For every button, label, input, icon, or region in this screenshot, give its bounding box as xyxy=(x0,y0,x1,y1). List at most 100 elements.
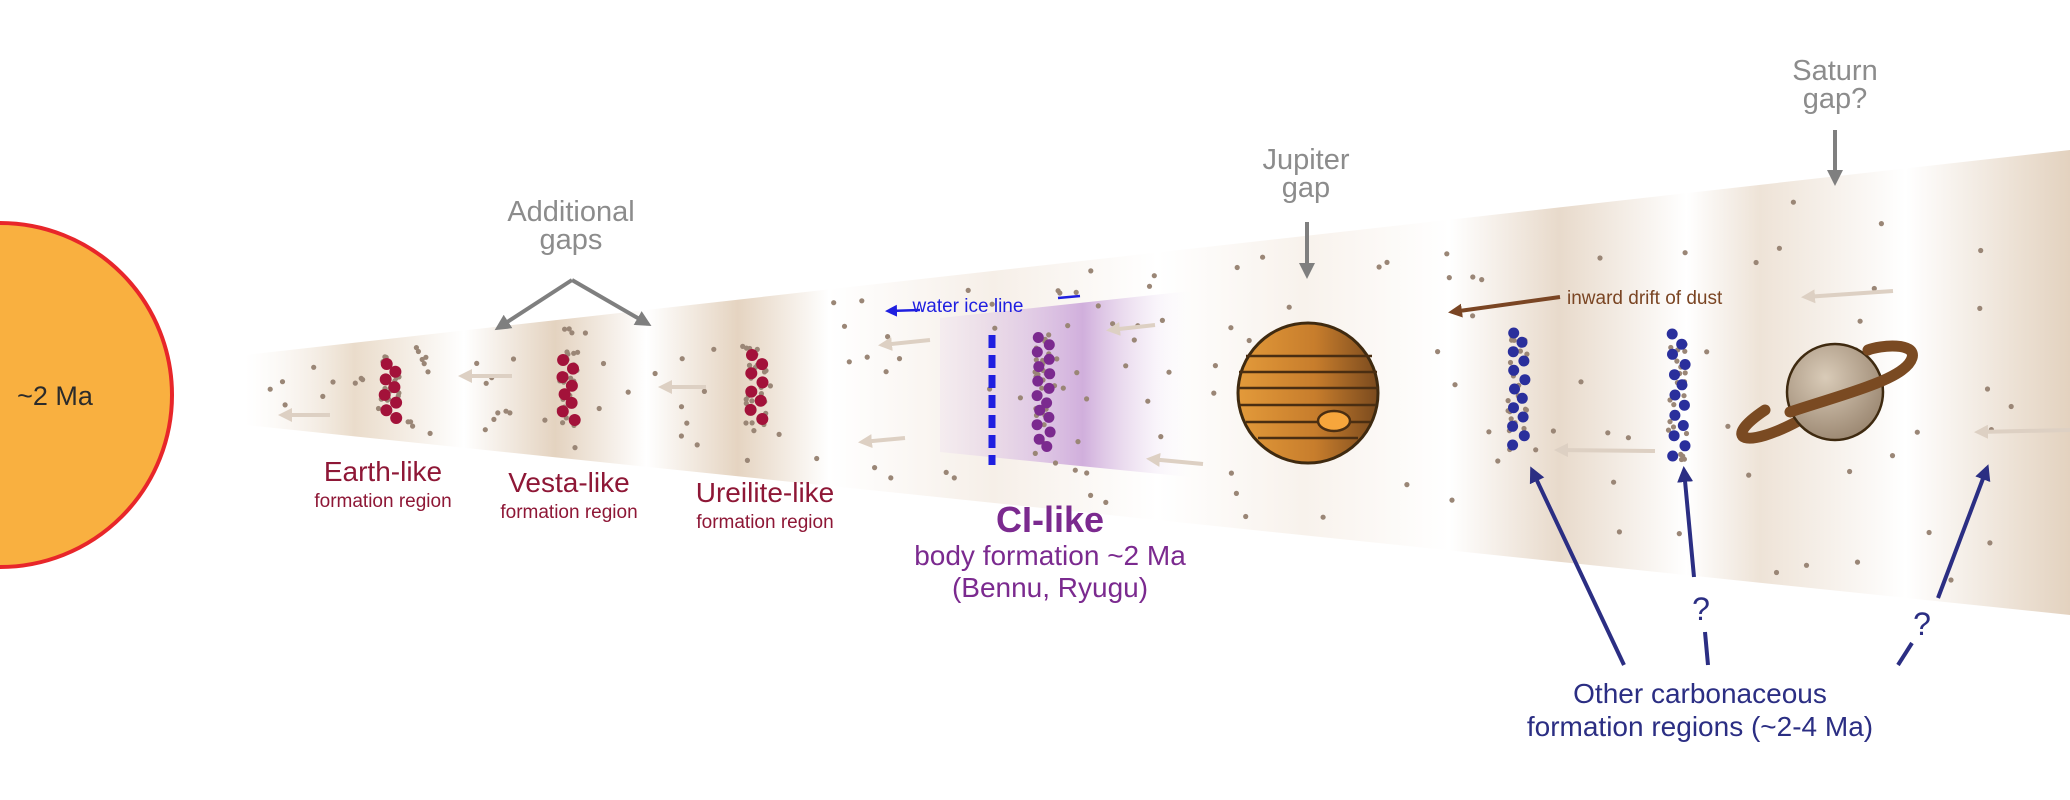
planetesimal xyxy=(1667,450,1679,462)
planetesimal xyxy=(388,381,401,394)
dust-dot xyxy=(510,356,517,362)
dust-grain xyxy=(1521,425,1527,432)
dust-dot xyxy=(2008,403,2014,410)
planetesimal xyxy=(1032,332,1044,343)
dust-dot xyxy=(1776,245,1782,251)
dust-dot xyxy=(1914,429,1920,435)
dust-dot xyxy=(1320,514,1326,520)
dust-dot xyxy=(1246,337,1252,344)
planetesimal xyxy=(1677,420,1689,431)
dust-dot xyxy=(1084,470,1090,476)
dust-dot xyxy=(1889,453,1896,459)
planetesimal xyxy=(1043,339,1055,351)
dust-dot xyxy=(1260,254,1266,260)
dust-grain xyxy=(743,420,749,426)
ice-line-zone xyxy=(940,290,1200,478)
dust-dot xyxy=(1479,277,1485,283)
dust-dot xyxy=(1597,255,1603,261)
dust-dot xyxy=(1616,529,1622,535)
planetesimal xyxy=(1033,433,1045,445)
planetesimal xyxy=(389,365,402,378)
dust-dot xyxy=(1151,273,1157,279)
planetesimal xyxy=(1507,346,1519,358)
planetesimal xyxy=(1043,411,1055,423)
ci-like-line2: (Bennu, Ryugu) xyxy=(952,572,1148,603)
dust-dot xyxy=(282,402,288,408)
planetesimal xyxy=(1043,382,1055,394)
dust-grain xyxy=(1039,385,1045,391)
additional-gaps-label-line1: Additional xyxy=(507,196,634,228)
dust-dot xyxy=(1234,264,1240,271)
dust-dot xyxy=(542,417,548,423)
dust-dot xyxy=(1145,398,1151,404)
dust-grain xyxy=(1680,453,1686,459)
dust-dot xyxy=(415,348,421,355)
dust-dot xyxy=(1449,497,1455,503)
planetesimal xyxy=(1031,346,1043,358)
dust-dot xyxy=(1228,325,1234,331)
dust-grain xyxy=(749,398,755,404)
dust-grain xyxy=(575,349,581,355)
dust-dot xyxy=(1803,562,1810,568)
dust-grain xyxy=(571,350,577,356)
dust-dot xyxy=(427,430,433,436)
planetesimal xyxy=(1669,409,1681,421)
planetesimal xyxy=(1508,402,1519,414)
dust-dot xyxy=(1054,356,1060,362)
sun-age-label: ~2 Ma xyxy=(17,381,94,411)
dust-dot xyxy=(751,428,757,434)
inward-drift-label: inward drift of dust xyxy=(1567,288,1723,309)
dust-dot xyxy=(883,369,889,375)
dust-dot xyxy=(1984,386,1991,392)
carbonaceous-label-line1: Other carbonaceous xyxy=(1573,678,1827,709)
dust-grain xyxy=(1524,351,1530,357)
dust-dot xyxy=(1444,251,1450,257)
dust-grain xyxy=(1674,358,1680,364)
dust-dot xyxy=(1625,435,1631,441)
dust-dot xyxy=(885,334,891,340)
planetesimal xyxy=(1518,355,1530,367)
planetesimal xyxy=(1041,441,1053,452)
additional-gaps-arrow-left xyxy=(494,278,574,331)
dust-dot xyxy=(1146,283,1153,289)
dust-dot xyxy=(1926,529,1932,536)
planetesimal xyxy=(1519,374,1531,386)
dust-dot xyxy=(507,410,513,416)
planetesimal xyxy=(1669,369,1680,381)
dust-dot xyxy=(483,380,489,386)
planetesimal xyxy=(1676,379,1688,391)
dust-dot xyxy=(965,287,971,293)
dust-dot xyxy=(701,388,708,394)
carbonaceous-arrow-1 xyxy=(1529,466,1626,666)
planetesimal xyxy=(1676,338,1688,350)
planetesimal xyxy=(1044,426,1056,438)
planetesimal xyxy=(557,354,570,366)
dust-dot xyxy=(566,326,572,332)
planetesimal xyxy=(567,362,579,375)
dust-dot xyxy=(1486,429,1492,435)
dust-dot xyxy=(1211,390,1217,396)
saturn xyxy=(1736,340,1918,444)
dust-dot xyxy=(1676,531,1682,537)
planetesimal xyxy=(746,349,758,361)
carbonaceous-arrow-3a xyxy=(1896,641,1914,667)
dust-grain xyxy=(560,420,566,426)
dust-dot xyxy=(896,356,903,362)
dust-dot xyxy=(678,433,685,439)
dust-grain xyxy=(1683,430,1690,437)
dust-dot xyxy=(1123,363,1129,369)
ureilite-like-subtitle: formation region xyxy=(696,512,833,533)
dust-dot xyxy=(684,420,690,426)
dust-dot xyxy=(1435,349,1441,355)
dust-grain xyxy=(1508,416,1514,422)
planetesimal xyxy=(1517,411,1529,423)
planetesimal xyxy=(558,388,571,401)
planetesimal xyxy=(1679,440,1691,452)
planetesimal xyxy=(1507,420,1519,432)
dust-grain xyxy=(1682,370,1688,376)
planetesimal xyxy=(1509,383,1520,395)
planetesimal xyxy=(754,394,767,407)
ci-like-line1: body formation ~2 Ma xyxy=(914,540,1186,571)
planetesimal xyxy=(390,412,403,424)
dust-dot xyxy=(1682,250,1688,256)
